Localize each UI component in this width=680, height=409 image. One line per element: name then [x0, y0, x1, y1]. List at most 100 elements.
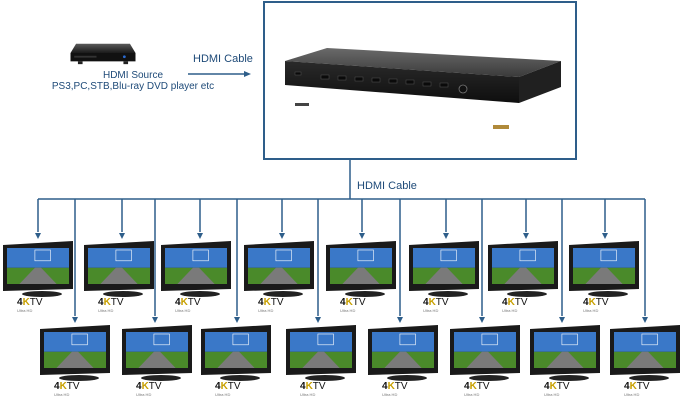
source-description: PS3,PC,STB,Blu-ray DVD player etc — [51, 81, 215, 92]
tv-screen-road — [342, 267, 380, 284]
tv-stand — [345, 291, 385, 297]
arrow-top-5 — [359, 233, 365, 239]
hdmi-splitter-frame — [263, 1, 577, 160]
badge-k: K — [141, 381, 149, 392]
badge-4: 4 — [340, 297, 346, 308]
tv-screen-frame — [357, 249, 374, 262]
source-to-splitter-arrow — [244, 71, 251, 77]
tv-screen-road — [504, 267, 542, 284]
tv-4k-badge-bottom-5: 4KTV — [382, 381, 408, 392]
tv-screen-frame — [232, 333, 249, 346]
badge-4: 4 — [300, 381, 306, 392]
badge-4: 4 — [258, 297, 264, 308]
tv-4k-badge-top-3: 4KTV — [175, 297, 201, 308]
badge-tv: TV — [352, 297, 366, 308]
tv-4k-badge-bottom-4: 4KTV — [300, 381, 326, 392]
badge-k: K — [345, 297, 353, 308]
tv-screen-sky — [7, 248, 69, 268]
tv-4k-badge-top-6: 4KTV — [423, 297, 449, 308]
tv-stand — [59, 375, 99, 381]
tv-screen-frame — [317, 333, 334, 346]
badge-tv: TV — [29, 297, 43, 308]
tv-screen-sky — [330, 248, 392, 268]
tv-icon-top-7 — [488, 241, 558, 297]
badge-tv: TV — [227, 381, 241, 392]
tv-stand — [180, 291, 220, 297]
badge-4: 4 — [136, 381, 142, 392]
badge-k: K — [629, 381, 637, 392]
tv-screen-road — [384, 351, 422, 368]
tv-4k-badge-top-5: 4KTV — [340, 297, 366, 308]
arrow-bottom-7 — [559, 317, 565, 323]
tv-stand — [220, 375, 260, 381]
tv-icon-bottom-6 — [450, 325, 520, 381]
tv-4k-badge-bottom-7: 4KTV — [544, 381, 570, 392]
tv-icon-top-1 — [3, 241, 73, 297]
badge-4: 4 — [175, 297, 181, 308]
arrow-bottom-2 — [152, 317, 158, 323]
tv-screen-frame — [561, 333, 578, 346]
tv-4k-badge-top-2: 4KTV — [98, 297, 124, 308]
tv-screen-sky — [290, 332, 352, 352]
tv-icon-bottom-5 — [368, 325, 438, 381]
badge-k: K — [263, 297, 271, 308]
badge-k: K — [59, 381, 67, 392]
tv-screen-sky — [614, 332, 676, 352]
tv-screen-frame — [641, 333, 658, 346]
tv-screen-road — [585, 267, 623, 284]
badge-4: 4 — [382, 381, 388, 392]
badge-tv: TV — [476, 381, 490, 392]
badge-4: 4 — [502, 297, 508, 308]
tv-screen-road — [19, 267, 57, 284]
tv-stand — [549, 375, 589, 381]
badge-ultra-hd-top-7: Ultra HD — [502, 308, 518, 313]
badge-ultra-hd-bottom-5: Ultra HD — [382, 392, 398, 397]
badge-ultra-hd-bottom-1: Ultra HD — [54, 392, 70, 397]
tv-stand — [629, 375, 669, 381]
tv-screen-frame — [115, 249, 132, 262]
tv-screen-road — [100, 267, 138, 284]
badge-k: K — [507, 297, 515, 308]
tv-stand — [469, 375, 509, 381]
badge-ultra-hd-bottom-8: Ultra HD — [624, 392, 640, 397]
tv-icon-top-6 — [409, 241, 479, 297]
badge-k: K — [305, 381, 313, 392]
tv-4k-badge-top-7: 4KTV — [502, 297, 528, 308]
badge-tv: TV — [514, 297, 528, 308]
tv-4k-badge-bottom-8: 4KTV — [624, 381, 650, 392]
tv-stand — [141, 375, 181, 381]
badge-4: 4 — [54, 381, 60, 392]
badge-tv: TV — [595, 297, 609, 308]
tv-screen-frame — [399, 333, 416, 346]
tv-stand — [305, 375, 345, 381]
badge-tv: TV — [636, 381, 650, 392]
hdmi-source-block: HDMI Source PS3,PC,STB,Blu-ray DVD playe… — [38, 40, 228, 92]
dvd-player-icon — [70, 43, 136, 65]
badge-tv: TV — [435, 297, 449, 308]
arrow-top-4 — [279, 233, 285, 239]
tv-screen-road — [425, 267, 463, 284]
tv-stand — [103, 291, 143, 297]
badge-tv: TV — [312, 381, 326, 392]
tv-screen-frame — [71, 333, 88, 346]
tv-icon-bottom-4 — [286, 325, 356, 381]
arrow-bottom-4 — [315, 317, 321, 323]
tv-stand — [588, 291, 628, 297]
badge-tv: TV — [394, 381, 408, 392]
arrow-top-2 — [119, 233, 125, 239]
tv-screen-frame — [519, 249, 536, 262]
tv-screen-sky — [248, 248, 310, 268]
badge-ultra-hd-bottom-4: Ultra HD — [300, 392, 316, 397]
tv-screen-sky — [126, 332, 188, 352]
tv-screen-road — [138, 351, 176, 368]
badge-tv: TV — [270, 297, 284, 308]
tv-screen-road — [546, 351, 584, 368]
badge-ultra-hd-top-1: Ultra HD — [17, 308, 33, 313]
tv-screen-sky — [165, 248, 227, 268]
arrow-bottom-5 — [397, 317, 403, 323]
tv-icon-bottom-7 — [530, 325, 600, 381]
arrow-top-6 — [443, 233, 449, 239]
arrow-bottom-8 — [642, 317, 648, 323]
badge-k: K — [588, 297, 596, 308]
